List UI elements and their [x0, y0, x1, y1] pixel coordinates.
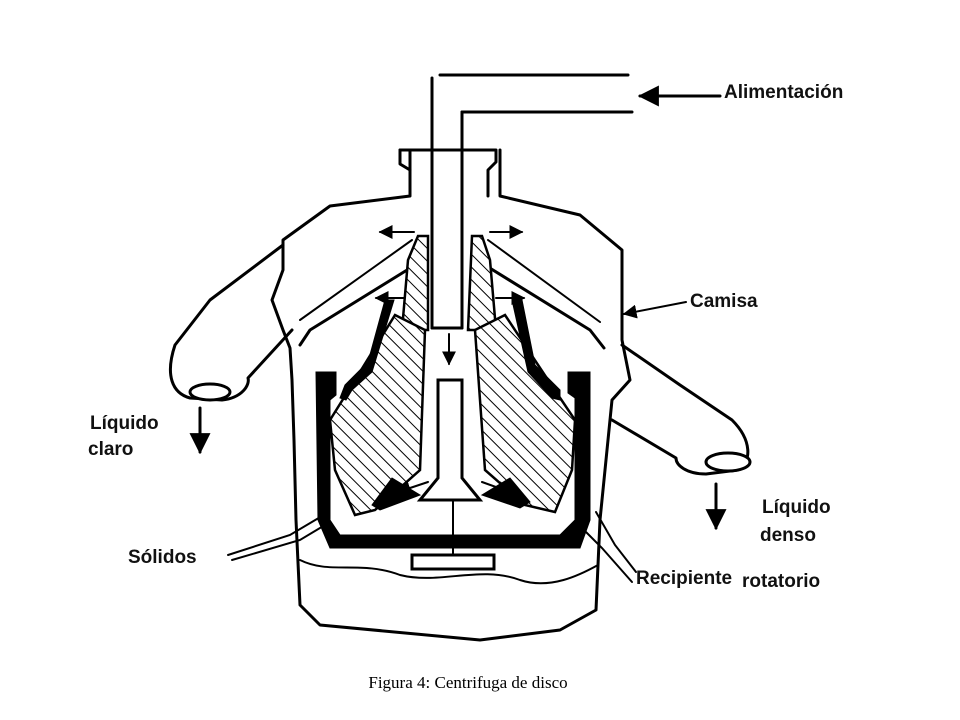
upper-cone [298, 239, 606, 350]
clear-liquid-label-line1: Líquido [90, 413, 159, 434]
flow-arrows [189, 85, 727, 531]
clear-liquid-label-line2: claro [88, 439, 133, 460]
solids-label: Sólidos [128, 547, 197, 568]
figure-caption: Figura 4: Centrifuga de disco [368, 673, 567, 692]
leader-lines [227, 301, 687, 583]
clear-liquid-outlet [168, 243, 294, 402]
central-distributor [410, 378, 496, 571]
bowl-label-line2: rotatorio [742, 571, 820, 592]
dense-liquid-outlet [610, 343, 752, 476]
dense-liquid-label-line1: Líquido [762, 497, 831, 518]
dense-liquid-label-line2: denso [760, 525, 816, 546]
jacket-label: Camisa [690, 291, 758, 312]
feed-pipe [430, 73, 634, 330]
bowl-label-line1: Recipiente [636, 568, 732, 589]
feed-label: Alimentación [724, 82, 843, 103]
outer-casing [270, 148, 632, 642]
